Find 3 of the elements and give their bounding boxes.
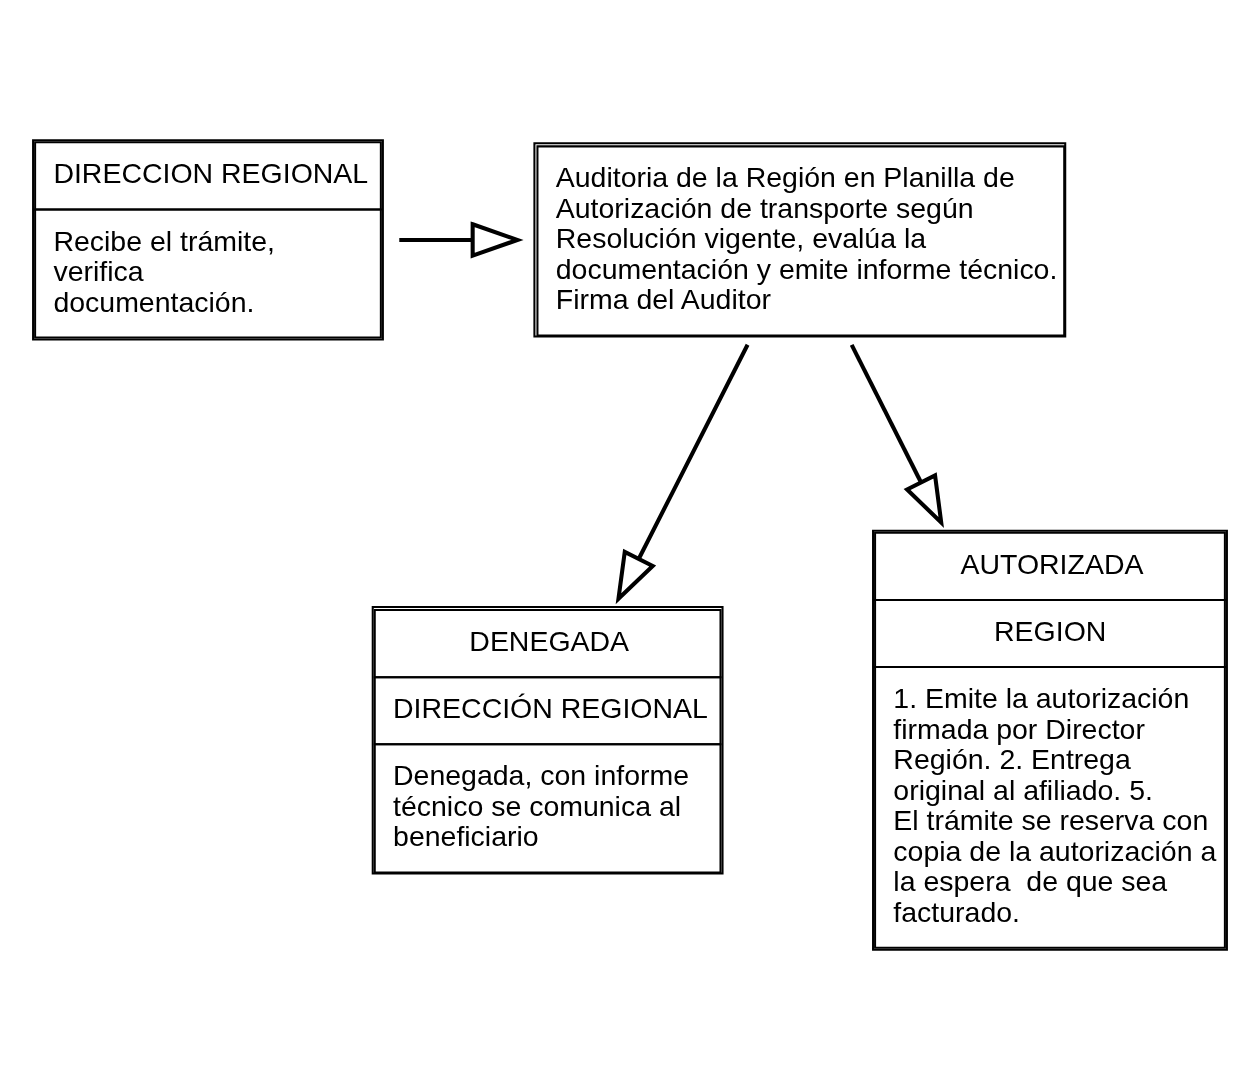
- arrow: [615, 343, 750, 605]
- arrow: [849, 343, 944, 528]
- arrow: [399, 221, 524, 259]
